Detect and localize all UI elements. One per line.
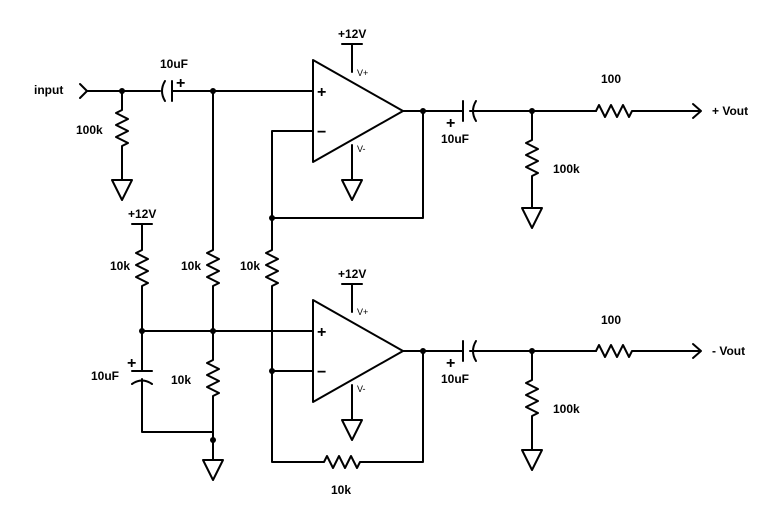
supply-label: +12V xyxy=(338,27,366,41)
polarity-plus: + xyxy=(127,355,136,372)
resistor-label: 10k xyxy=(181,259,201,273)
resistor-100k-output-shunt-bottom xyxy=(525,350,539,451)
resistor-label: 100k xyxy=(553,402,580,416)
opamp-bottom-noninverting-sign: + xyxy=(317,324,326,341)
polarity-plus: + xyxy=(446,355,455,372)
ground-symbol xyxy=(341,179,363,201)
wire-feedback-top xyxy=(271,110,424,219)
ground-symbol xyxy=(341,419,363,441)
ground-symbol xyxy=(111,179,133,201)
vplus-label: V+ xyxy=(357,68,368,78)
polarity-plus: + xyxy=(176,75,185,92)
resistor-label: 100k xyxy=(76,123,103,137)
resistor-10k-bias-upper xyxy=(135,223,149,332)
capacitor-label: 10uF xyxy=(160,57,188,71)
opamp-top-inverting-sign: − xyxy=(317,124,326,141)
capacitor-10uF-bias xyxy=(131,330,214,433)
polarity-plus: + xyxy=(446,115,455,132)
supply-label: +12V xyxy=(338,267,366,281)
junction-dot xyxy=(210,437,216,443)
capacitor-label: 10uF xyxy=(441,372,469,386)
resistor-label: 10k xyxy=(110,259,130,273)
resistor-10k-feedback-link xyxy=(265,217,279,372)
resistor-label: 10k xyxy=(171,373,191,387)
output-arrow-top xyxy=(692,103,702,119)
resistor-label: 100 xyxy=(601,72,621,86)
opamp-top xyxy=(312,59,404,163)
resistor-10k-feedback xyxy=(271,350,424,469)
vminus-label: V- xyxy=(357,384,366,394)
resistor-label: 100k xyxy=(553,162,580,176)
output-label-top: + Vout xyxy=(712,104,748,118)
output-label-bottom: - Vout xyxy=(712,344,745,358)
resistor-label: 10k xyxy=(331,483,351,497)
ground-symbol xyxy=(521,449,543,471)
supply-label: +12V xyxy=(128,207,156,221)
resistor-100-series-top xyxy=(595,104,701,118)
resistor-100k-input-shunt xyxy=(115,90,129,181)
vminus-label: V- xyxy=(357,144,366,154)
ground-symbol xyxy=(521,207,543,229)
ground-symbol xyxy=(202,459,224,481)
resistor-label: 100 xyxy=(601,313,621,327)
input-label: input xyxy=(34,83,63,97)
capacitor-10uF-input xyxy=(161,80,214,102)
resistor-100-series-bottom xyxy=(595,344,701,358)
opamp-bottom-inverting-sign: − xyxy=(317,364,326,381)
resistor-10k-bias-lower xyxy=(206,330,220,461)
vplus-label: V+ xyxy=(357,307,368,317)
opamp-bottom xyxy=(312,299,404,403)
resistor-10k-mid xyxy=(206,90,220,332)
output-arrow-bottom xyxy=(692,343,702,359)
capacitor-label: 10uF xyxy=(91,369,119,383)
resistor-label: 10k xyxy=(240,259,260,273)
input-terminal xyxy=(79,83,88,99)
opamp-top-noninverting-sign: + xyxy=(317,84,326,101)
resistor-100k-output-shunt-top xyxy=(525,110,539,209)
capacitor-label: 10uF xyxy=(441,132,469,146)
